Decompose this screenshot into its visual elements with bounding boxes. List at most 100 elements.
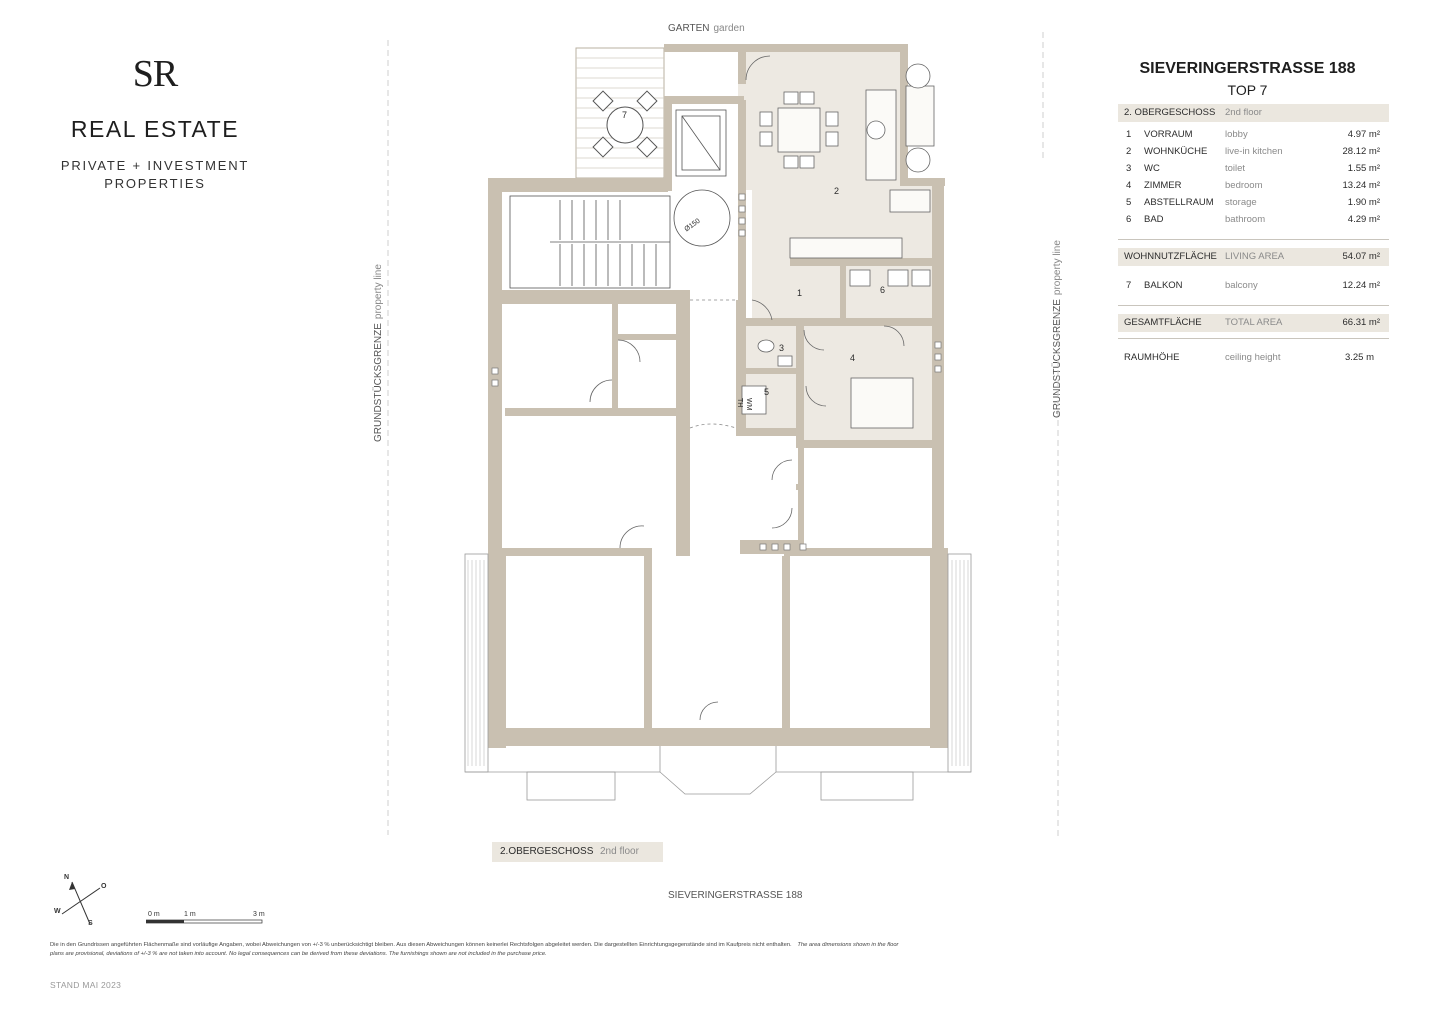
- room-num: 4: [1126, 180, 1132, 191]
- ceiling-height-row: RAUMHÖHE ceiling height 3.25 m: [1118, 350, 1380, 366]
- room-area: 4.97 m²: [1347, 129, 1380, 140]
- room-row: 1 VORRAUM lobby 4.97 m²: [1118, 127, 1380, 143]
- balcony-chairs: [592, 90, 658, 158]
- ceiling-height-value: 3.25 m: [1344, 352, 1374, 363]
- room-area: 1.90 m²: [1347, 197, 1380, 208]
- address-title: SIEVERINGERSTRASSE 188: [1139, 60, 1356, 77]
- room-name-de: WOHNKÜCHE: [1144, 146, 1208, 157]
- floor-caption-de: 2.OBERGESCHOSS: [500, 846, 594, 857]
- room-name-en: toilet: [1225, 163, 1246, 174]
- date-stamp: STAND MAI 2023: [50, 980, 122, 990]
- bath-fixtures: [741, 269, 931, 415]
- room-num: 3: [1126, 163, 1132, 174]
- logo-tagline-2: PROPERTIES: [104, 176, 206, 191]
- room-number-7: 7: [622, 110, 628, 120]
- ceiling-height-de: RAUMHÖHE: [1124, 352, 1180, 363]
- room-row: 2 WOHNKÜCHE live-in kitchen 28.12 m²: [1118, 144, 1380, 160]
- balcony-area: 12.24 m²: [1342, 280, 1381, 291]
- balcony-num: 7: [1126, 280, 1132, 291]
- room-row: 5 ABSTELLRAUM storage 1.90 m²: [1118, 195, 1380, 211]
- balcony-name-en: balcony: [1225, 280, 1258, 291]
- room-name-en: bathroom: [1225, 214, 1266, 225]
- room-number-6: 6: [880, 285, 886, 295]
- ceiling-height-en: ceiling height: [1225, 352, 1281, 363]
- divider: [1118, 305, 1389, 306]
- room-area: 28.12 m²: [1342, 146, 1381, 157]
- garden-label-en: garden: [713, 23, 745, 34]
- dashed-paths: [689, 299, 737, 429]
- room-name-en: lobby: [1225, 129, 1248, 140]
- scale-three: 3 m: [253, 911, 265, 918]
- staircase: [509, 189, 731, 289]
- total-area-en: TOTAL AREA: [1225, 317, 1283, 328]
- living-area-de: WOHNNUTZFLÄCHE: [1124, 251, 1217, 262]
- side-railings: [464, 553, 972, 801]
- room-area: 1.55 m²: [1347, 163, 1380, 174]
- room-name-de: ABSTELLRAUM: [1144, 197, 1214, 208]
- unit-label: TOP 7: [1227, 82, 1268, 98]
- compass-s: S: [88, 920, 93, 927]
- washer-label: WM: [745, 398, 752, 411]
- floor-header-en: 2nd floor: [1225, 107, 1262, 118]
- room-row: 3 WC toilet 1.55 m²: [1118, 161, 1380, 177]
- room-num: 2: [1126, 146, 1132, 157]
- room-num: 5: [1126, 197, 1132, 208]
- compass-n: N: [64, 874, 70, 881]
- other-rooms: [508, 306, 932, 728]
- logo-tagline-1: PRIVATE + INVESTMENT: [60, 158, 250, 173]
- room-number-5: 5: [764, 387, 770, 397]
- balcony-row: 7 BALKON balcony 12.24 m²: [1118, 278, 1380, 294]
- scale-bar: [146, 919, 263, 924]
- living-area-bar: WOHNNUTZFLÄCHE LIVING AREA 54.07 m²: [1118, 248, 1389, 266]
- disclaimer-de: Die in den Grundrissen angeführten Fläch…: [50, 942, 792, 948]
- disclaimer: Die in den Grundrissen angeführten Fläch…: [50, 941, 900, 959]
- room-name-en: bedroom: [1225, 180, 1263, 191]
- window-planter-top: [905, 63, 931, 89]
- room-name-en: storage: [1225, 197, 1257, 208]
- room-number-2: 2: [834, 186, 840, 196]
- railing-hatching: [467, 560, 969, 766]
- dining-chairs: [759, 91, 839, 169]
- room-num: 6: [1126, 214, 1132, 225]
- living-area-value: 54.07 m²: [1342, 251, 1381, 262]
- floor-caption-en: 2nd floor: [600, 846, 639, 857]
- floor-header-de: 2. OBERGESCHOSS: [1124, 107, 1216, 118]
- window-markers: [491, 193, 942, 551]
- floor-header-bar: 2. OBERGESCHOSS 2nd floor: [1118, 104, 1389, 122]
- disclaimer-en: The area dimensions shown in the floor p…: [50, 942, 899, 957]
- total-area-value: 66.31 m²: [1342, 317, 1381, 328]
- divider: [1118, 338, 1389, 339]
- dryer-label: TH: [736, 398, 743, 408]
- room-row: 4 ZIMMER bedroom 13.24 m²: [1118, 178, 1380, 194]
- window-planter-bottom: [905, 147, 931, 173]
- room-row: 6 BAD bathroom 4.29 m²: [1118, 212, 1380, 228]
- kitchen-stool: [866, 120, 886, 140]
- scale-zero: 0 m: [148, 911, 160, 918]
- room-number-3: 3: [779, 343, 785, 353]
- door-swings: [589, 55, 905, 721]
- garden-label-de: GARTEN: [668, 23, 710, 34]
- total-area-bar: GESAMTFLÄCHE TOTAL AREA 66.31 m²: [1118, 314, 1389, 332]
- floor-caption: 2.OBERGESCHOSS 2nd floor: [492, 842, 663, 862]
- room-num: 1: [1126, 129, 1132, 140]
- scale-one: 1 m: [184, 911, 196, 918]
- room-name-de: BAD: [1144, 214, 1164, 225]
- street-label: SIEVERINGERSTRASSE 188: [668, 890, 803, 901]
- balcony-table: [606, 106, 644, 144]
- balcony-name-de: BALKON: [1144, 280, 1183, 291]
- room-number-1: 1: [797, 288, 803, 298]
- room-name-de: ZIMMER: [1144, 180, 1182, 191]
- divider: [1118, 239, 1389, 240]
- compass-o: O: [101, 883, 107, 890]
- room-name-en: live-in kitchen: [1225, 146, 1283, 157]
- logo-mark: SR: [132, 53, 178, 95]
- logo-brand: REAL ESTATE: [70, 116, 240, 142]
- room-area: 4.29 m²: [1347, 214, 1380, 225]
- elevator: [675, 109, 727, 177]
- compass-w: W: [54, 908, 61, 915]
- room-name-de: WC: [1144, 163, 1160, 174]
- living-area-en: LIVING AREA: [1225, 251, 1285, 262]
- compass-icon: [61, 881, 101, 925]
